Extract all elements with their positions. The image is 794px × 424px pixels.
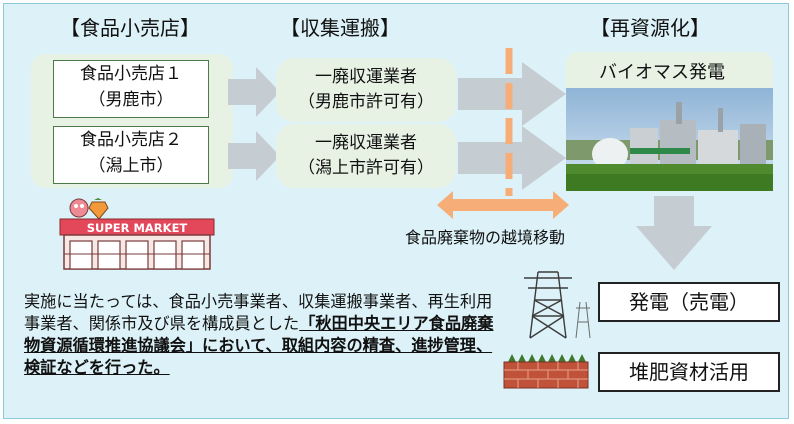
collector-2-name: 一廃収運業者 (315, 133, 417, 153)
description-intro: 実施に当たっては、食品小売事業者、収集運搬事業者、再生利用事業者、関係市及び県を… (24, 292, 493, 333)
flow-arrow-store2-to-collector (228, 131, 280, 181)
biomass-label: バイオマス発電 (599, 62, 725, 83)
flow-arrow-store1-to-collector (228, 67, 280, 117)
header-collection: 【収集運搬】 (280, 16, 400, 40)
output-compost-box: 堆肥資材活用 (598, 352, 780, 392)
collector-box-2: 一廃収運業者 （潟上市許可有） (276, 124, 456, 188)
collector-box-1: 一廃収運業者 （男鹿市許可有） (276, 58, 456, 122)
header-retail: 【食品小売店】 (60, 16, 200, 40)
supermarket-icon: SUPER MARKET (59, 198, 215, 270)
collector-2-permit: （潟上市許可有） (298, 158, 434, 178)
collector-1-name: 一廃収運業者 (315, 67, 417, 87)
store-1-name: 食品小売店１ (80, 64, 182, 84)
supermarket-sign-text: SUPER MARKET (87, 221, 188, 235)
biomass-label-panel (566, 52, 773, 92)
store-box-2: 食品小売店２ （潟上市） (53, 126, 209, 184)
compost-bed-icon (503, 354, 589, 389)
description-text: 実施に当たっては、食品小売事業者、収集運搬事業者、再生利用事業者、関係市及び県を… (24, 291, 494, 379)
biomass-plant-photo (566, 88, 773, 191)
flow-arrow-biomass-to-outputs (636, 196, 712, 270)
description-council: 「秋田中央エリア食品廃棄物資源循環推進協議会」において、取組内容の精査、進捗管理… (24, 314, 494, 377)
cross-border-caption: 食品廃棄物の越境移動 (405, 228, 566, 247)
store-2-city: （潟上市） (88, 156, 174, 176)
cross-border-double-arrow (437, 191, 569, 219)
store-1-city: （男鹿市） (88, 90, 174, 110)
store-box-1: 食品小売店１ （男鹿市） (53, 60, 209, 118)
header-recycling: 【再資源化】 (590, 16, 710, 40)
municipal-boundary-line (505, 48, 513, 196)
output-power-box: 発電（売電） (598, 282, 780, 322)
collector-1-permit: （男鹿市許可有） (298, 92, 434, 112)
power-tower-icon (524, 271, 591, 339)
store-2-name: 食品小売店２ (80, 130, 182, 150)
